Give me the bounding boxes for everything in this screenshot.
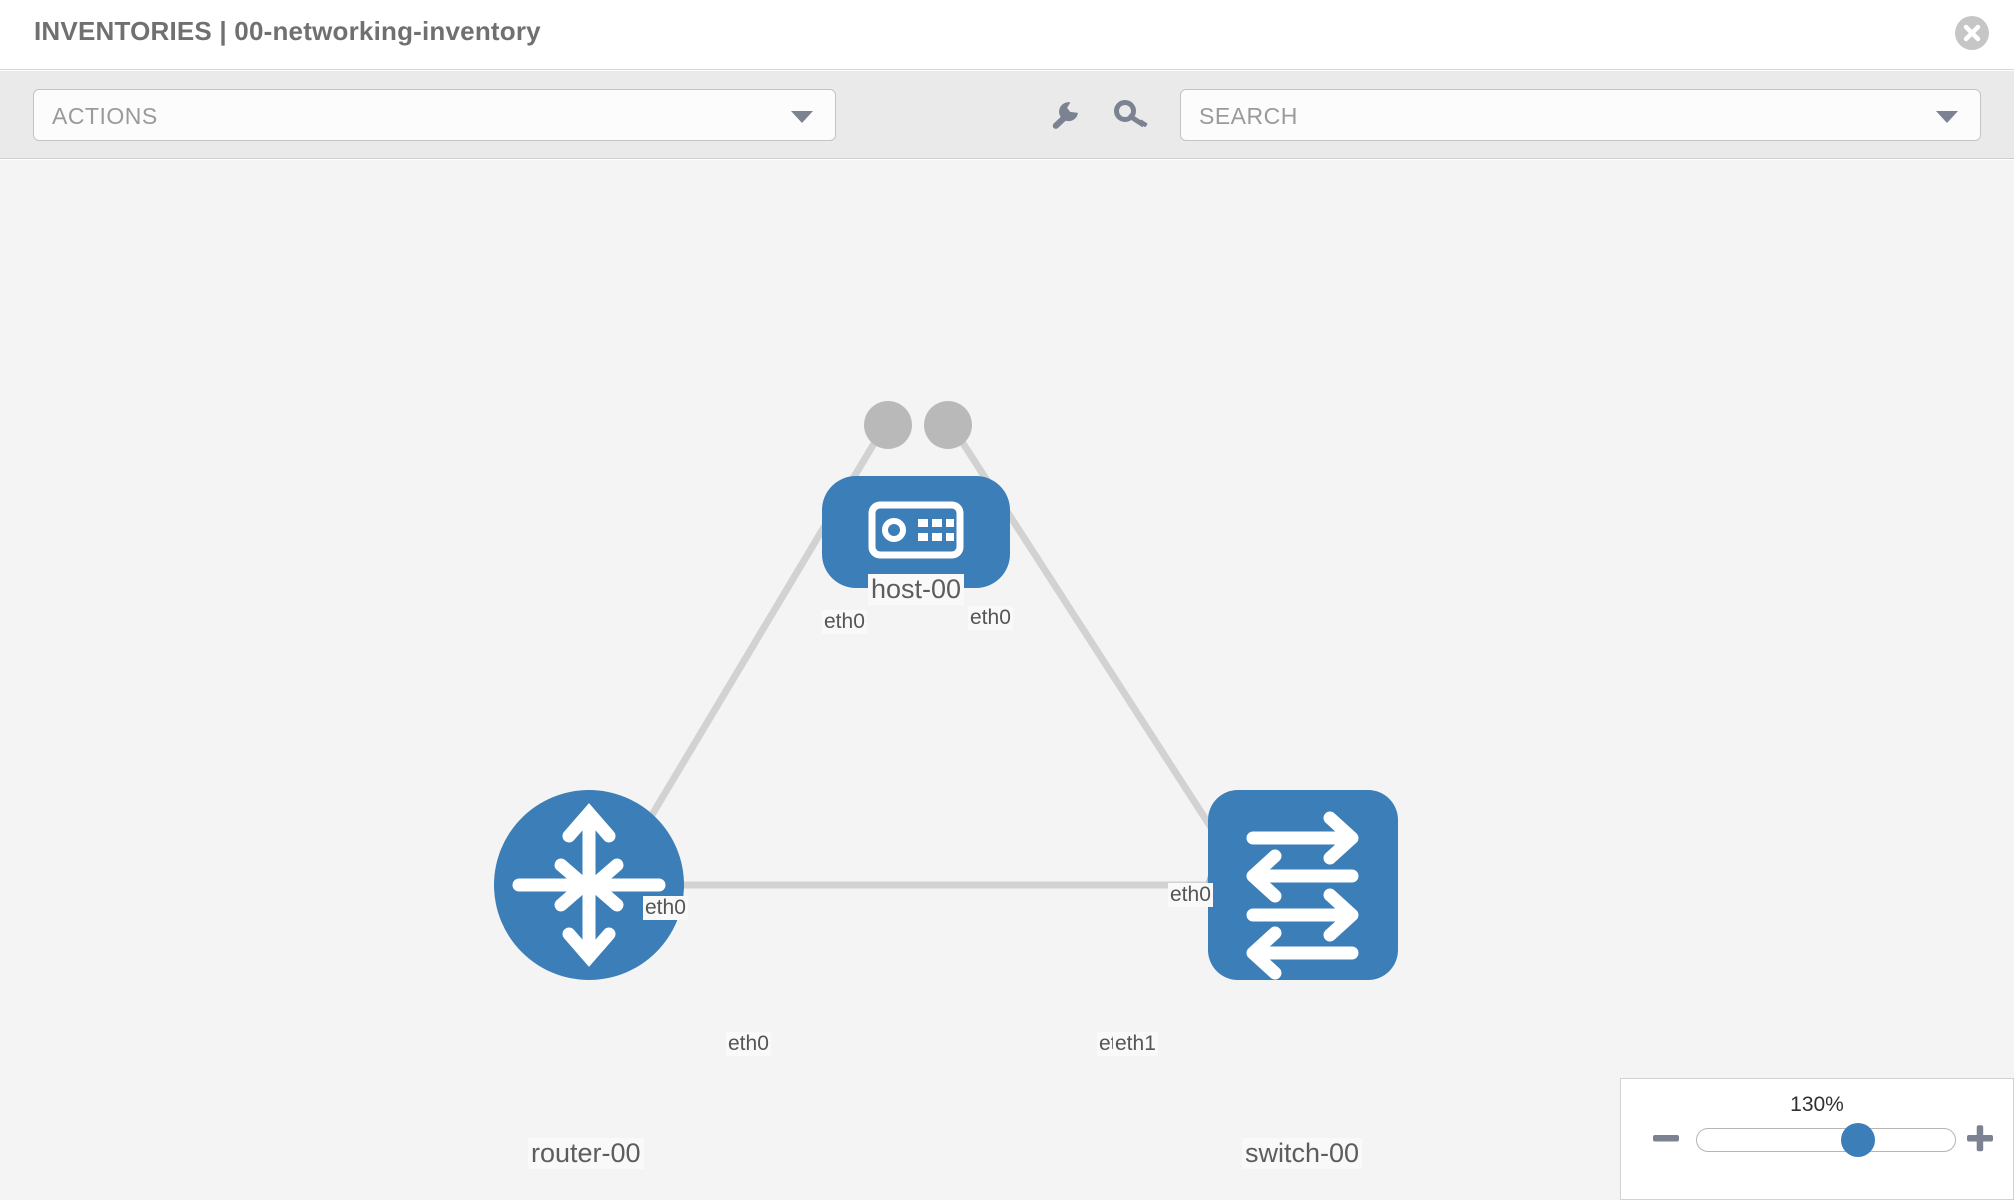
node-switch-00	[1208, 790, 1398, 980]
router-icon	[512, 803, 666, 967]
actions-dropdown-label: ACTIONS	[52, 103, 158, 129]
chevron-down-icon	[791, 111, 813, 123]
interface-endpoint	[924, 401, 972, 449]
server-icon	[868, 501, 964, 559]
interface-label: eth1	[1113, 1032, 1158, 1056]
zoom-slider-thumb[interactable]	[1841, 1123, 1875, 1157]
zoom-percent-label: 130%	[1790, 1093, 1844, 1116]
node-host-00	[822, 476, 1010, 588]
zoom-control-panel: 130%	[1620, 1078, 2014, 1200]
chevron-down-icon	[1936, 111, 1958, 123]
interface-endpoint	[864, 401, 912, 449]
node-label-host-00: host-00	[868, 574, 965, 605]
search-input[interactable]: SEARCH	[1180, 89, 1981, 141]
toolbar: ACTIONS SEARCH	[0, 71, 2014, 159]
minus-icon[interactable]	[1649, 1121, 1683, 1155]
interface-label: eth0	[643, 896, 688, 920]
plus-icon[interactable]	[1963, 1121, 1997, 1155]
page-title: INVENTORIES | 00-networking-inventory	[34, 16, 541, 46]
interface-label: eth0	[968, 606, 1013, 630]
interface-label: eth0	[822, 610, 867, 634]
key-icon[interactable]	[1110, 95, 1152, 137]
search-placeholder: SEARCH	[1199, 103, 1298, 129]
switch-icon	[1246, 811, 1359, 980]
interface-label: eth0	[1168, 883, 1213, 907]
interface-label: eth0	[726, 1032, 771, 1056]
node-router-00	[494, 790, 684, 980]
wrench-icon[interactable]	[1043, 95, 1085, 137]
zoom-slider[interactable]	[1696, 1123, 1956, 1157]
topology-canvas[interactable]: host-00 router-00 switch-00 eth0 eth0 et…	[0, 160, 2014, 1200]
node-label-switch-00: switch-00	[1242, 1138, 1363, 1169]
page-header: INVENTORIES | 00-networking-inventory	[0, 0, 2014, 70]
node-label-router-00: router-00	[528, 1138, 644, 1169]
close-icon[interactable]	[1955, 16, 1989, 50]
topology-graph	[494, 401, 1398, 980]
actions-dropdown[interactable]: ACTIONS	[33, 89, 836, 141]
